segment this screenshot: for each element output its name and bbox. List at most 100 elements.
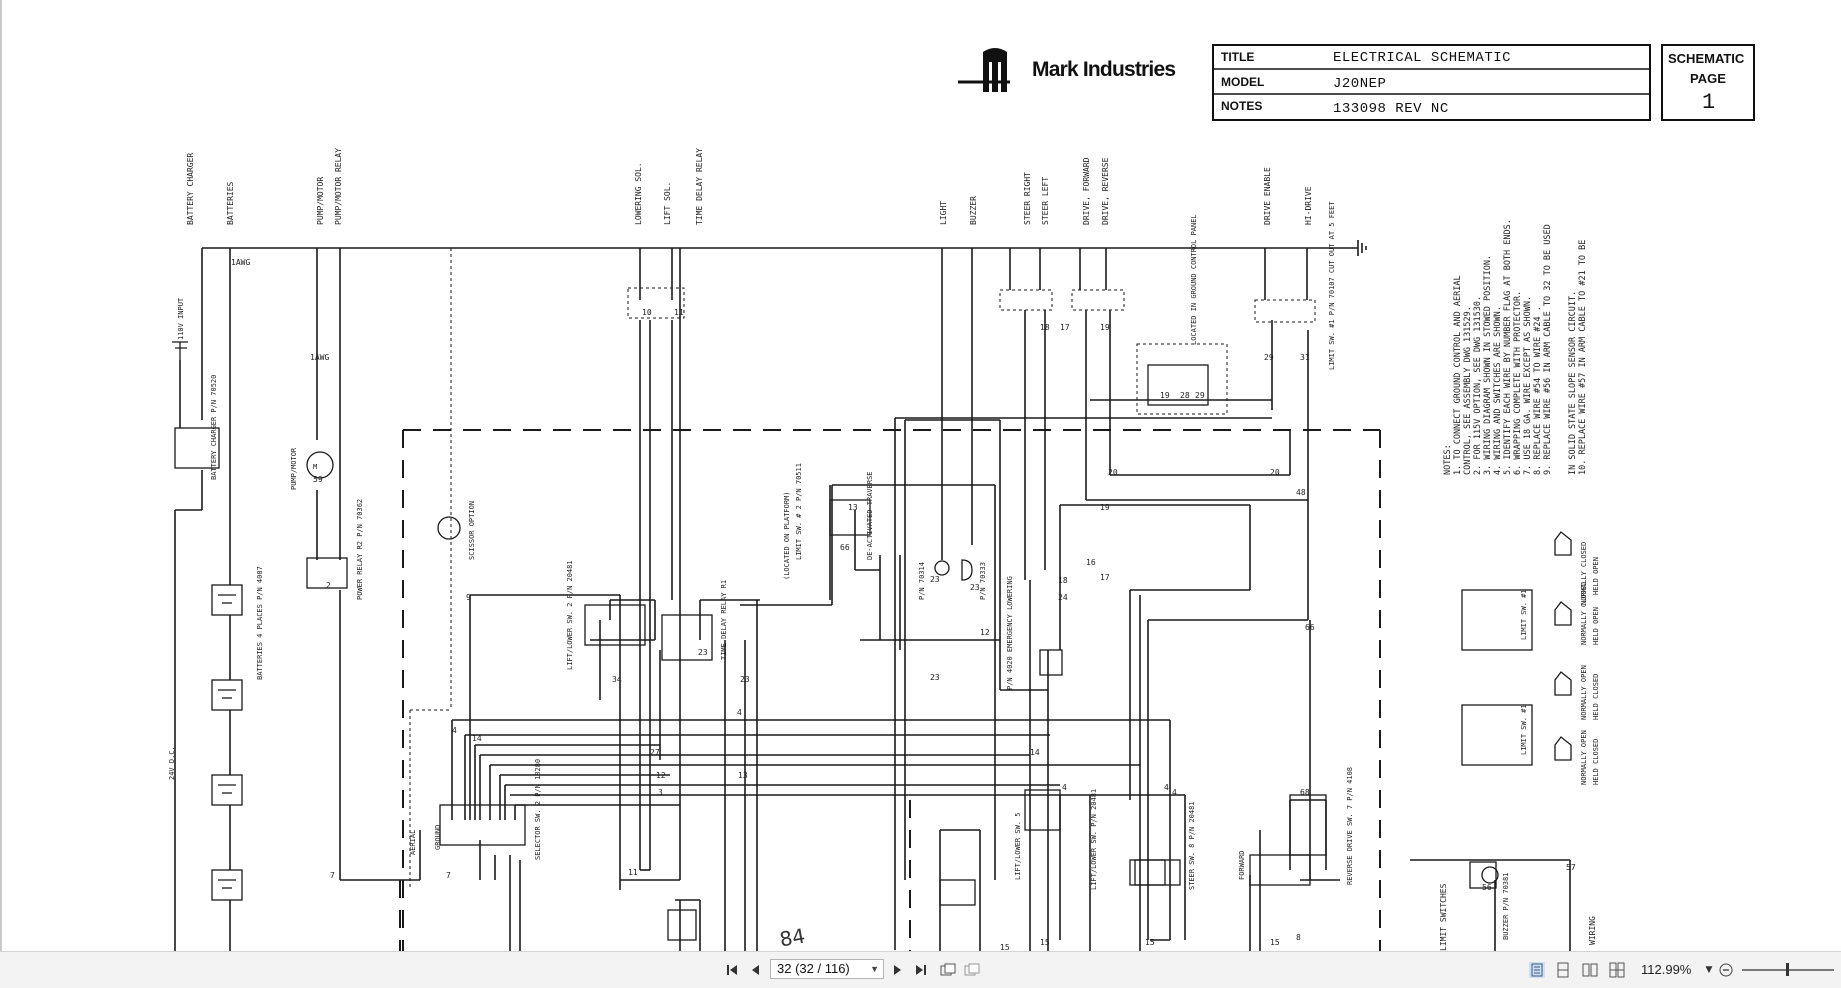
svg-text:P/N 4020 EMERGENCY LOWERING: P/N 4020 EMERGENCY LOWERING (1006, 576, 1014, 690)
svg-text:4. WIRING AND SWITCHES ARE SHO: 4. WIRING AND SWITCHES ARE SHOWN. (1493, 306, 1503, 475)
svg-text:NOTES:: NOTES: (1443, 444, 1453, 475)
last-page-icon (916, 965, 926, 975)
header-steer-right: STEER RIGHT (1023, 172, 1032, 225)
svg-text:29: 29 (1195, 391, 1205, 400)
svg-text:11: 11 (674, 308, 684, 317)
svg-text:P/N 70333: P/N 70333 (979, 562, 987, 600)
svg-text:3. WIRING DIAGRAM SHOWN IN STO: 3. WIRING DIAGRAM SHOWN IN STOWED POSITI… (1483, 255, 1493, 475)
svg-text:FORWARD: FORWARD (1238, 850, 1246, 880)
zoom-out-button[interactable] (1716, 960, 1736, 980)
svg-text:POWER RELAY R2 P/N 70362: POWER RELAY R2 P/N 70362 (356, 499, 364, 600)
svg-text:PUMP/MOTOR: PUMP/MOTOR (290, 447, 298, 490)
svg-text:10: 10 (642, 308, 652, 317)
svg-text:NORMALLY CLOSED: NORMALLY CLOSED (1580, 582, 1588, 645)
svg-text:WIRING: WIRING (1588, 916, 1597, 945)
title-value: ELECTRICAL SCHEMATIC (1333, 50, 1512, 66)
svg-text:SELECTOR SW. 2 P/N 18280: SELECTOR SW. 2 P/N 18280 (534, 759, 542, 860)
battery-cells (211, 584, 243, 901)
fit-page-button[interactable] (938, 960, 958, 980)
svg-text:8. REPLACE WIRE #54 TO WIRE #2: 8. REPLACE WIRE #54 TO WIRE #24 . (1533, 306, 1543, 475)
svg-text:19: 19 (1100, 503, 1110, 512)
svg-text:34: 34 (612, 675, 622, 684)
svg-text:IN SOLID STATE SLOPE SENSOR CI: IN SOLID STATE SLOPE SENSOR CIRCUIT. (1568, 291, 1578, 475)
first-page-icon (727, 965, 737, 975)
fit-width-button[interactable] (962, 960, 982, 980)
svg-text:LIMIT SW. #1: LIMIT SW. #1 (1520, 704, 1528, 755)
zoom-slider-thumb[interactable] (1786, 963, 1789, 976)
header-lift-sol: LIFT SOL. (663, 182, 672, 225)
svg-text:4: 4 (1062, 783, 1067, 792)
document-viewport[interactable]: Mark Industries BATTERY CHARGER BATTERIE… (0, 0, 1841, 951)
zoom-level: 112.99% (1641, 962, 1692, 977)
mark-industries-logo: Mark Industries (958, 48, 1176, 92)
electrical-schematic-drawing: Mark Industries BATTERY CHARGER BATTERIE… (168, 44, 1755, 951)
facing-continuous-view-button[interactable] (1607, 960, 1627, 980)
svg-text:HELD CLOSED: HELD CLOSED (1592, 739, 1600, 785)
svg-text:BATTERY CHARGER P/N 70520: BATTERY CHARGER P/N 70520 (210, 375, 218, 480)
svg-text:LIMIT SW. #1: LIMIT SW. #1 (1520, 589, 1528, 640)
svg-text:10. REPLACE WIRE #57 IN ARM CA: 10. REPLACE WIRE #57 IN ARM CABLE TO #21… (1578, 240, 1588, 475)
next-page-icon (894, 965, 901, 975)
header-battery-charger: BATTERY CHARGER (186, 153, 195, 225)
svg-text:GROUND: GROUND (434, 825, 442, 850)
svg-text:56: 56 (1482, 883, 1492, 892)
svg-text:LIFT/LOWER SW. P/N 20481: LIFT/LOWER SW. P/N 20481 (1090, 789, 1098, 890)
svg-text:23: 23 (970, 583, 980, 592)
header-buzzer: BUZZER (969, 196, 978, 225)
svg-text:110V INPUT: 110V INPUT (177, 297, 185, 340)
first-page-button[interactable] (722, 960, 742, 980)
svg-text:4: 4 (1164, 783, 1169, 792)
next-page-button[interactable] (887, 960, 907, 980)
svg-text:2: 2 (326, 581, 331, 590)
svg-text:AERIAL: AERIAL (409, 830, 417, 855)
svg-text:48: 48 (1296, 488, 1306, 497)
chevron-down-icon: ▼ (1705, 965, 1713, 975)
svg-text:LOCATED IN GROUND CONTROL PANE: LOCATED IN GROUND CONTROL PANEL (1190, 214, 1198, 345)
svg-text:7. USE 18 GA. WIRE EXCEPT AS S: 7. USE 18 GA. WIRE EXCEPT AS SHOWN. (1523, 296, 1533, 475)
zoom-menu-button[interactable]: ▼ (1699, 960, 1719, 980)
svg-text:6. WRAPPING COMPLETE WITH PROT: 6. WRAPPING COMPLETE WITH PROTECTOR. (1513, 291, 1523, 475)
notes-value: 133098 REV NC (1333, 101, 1449, 117)
previous-page-button[interactable] (746, 960, 766, 980)
header-pump-motor-relay: PUMP/MOTOR RELAY (334, 148, 343, 225)
svg-text:66: 66 (1305, 623, 1315, 632)
page-number-select[interactable]: 32 (32 / 116) ▼ (770, 959, 884, 979)
svg-text:68: 68 (1300, 788, 1310, 797)
svg-text:29: 29 (1264, 353, 1274, 362)
svg-text:24: 24 (1058, 593, 1068, 602)
header-lowering-sol: LOWERING SOL. (634, 162, 643, 225)
chevron-down-icon: ▼ (870, 964, 879, 974)
page-number-value: 32 (32 / 116) (777, 961, 850, 976)
svg-text:CONTROL, SEE ASSEMBLY DWG 1315: CONTROL, SEE ASSEMBLY DWG 131529. (1463, 306, 1473, 475)
svg-text:4: 4 (737, 708, 742, 717)
title-block (1212, 44, 1755, 121)
facing-view-button[interactable] (1580, 960, 1600, 980)
svg-text:TIME DELAY RELAY R1: TIME DELAY RELAY R1 (720, 580, 728, 660)
svg-text:BATTERIES 4 PLACES P/N 4007: BATTERIES 4 PLACES P/N 4007 (256, 566, 264, 680)
svg-text:19: 19 (1160, 391, 1170, 400)
svg-text:15: 15 (1040, 938, 1050, 947)
svg-text:2. FOR 115V OPTION, SEE DWG 13: 2. FOR 115V OPTION, SEE DWG 131530. (1473, 296, 1483, 475)
svg-text:HELD OPEN: HELD OPEN (1592, 557, 1600, 595)
pump-motor-symbol (306, 451, 334, 479)
svg-text:LIFT/LOWER SW. 5: LIFT/LOWER SW. 5 (1014, 813, 1022, 880)
svg-text:28: 28 (1180, 391, 1190, 400)
single-page-view-button[interactable] (1527, 960, 1547, 980)
svg-text:REVERSE DRIVE SW. 7 P/N 4108: REVERSE DRIVE SW. 7 P/N 4108 (1346, 767, 1354, 885)
fit-page-icon (940, 963, 956, 976)
continuous-view-button[interactable] (1553, 960, 1573, 980)
last-page-button[interactable] (911, 960, 931, 980)
schematic-label: SCHEMATIC (1668, 51, 1745, 66)
svg-text:12: 12 (656, 771, 666, 780)
svg-text:15: 15 (1270, 938, 1280, 947)
svg-text:12: 12 (980, 628, 990, 637)
header-drive-reverse: DRIVE, REVERSE (1101, 157, 1110, 225)
svg-text:7: 7 (446, 871, 451, 880)
svg-text:1. TO CONNECT GROUND CONTROL A: 1. TO CONNECT GROUND CONTROL AND AERIAL (1453, 275, 1463, 475)
svg-text:M: M (313, 463, 317, 471)
svg-text:18: 18 (1058, 576, 1068, 585)
svg-text:5. IDENTIFY EACH WIRE BY NUMBE: 5. IDENTIFY EACH WIRE BY NUMBER FLAG AT … (1503, 219, 1513, 475)
battery-charger-box (174, 427, 220, 469)
svg-text:NORMALLY OPEN: NORMALLY OPEN (1580, 665, 1588, 720)
svg-text:15: 15 (1145, 938, 1155, 947)
